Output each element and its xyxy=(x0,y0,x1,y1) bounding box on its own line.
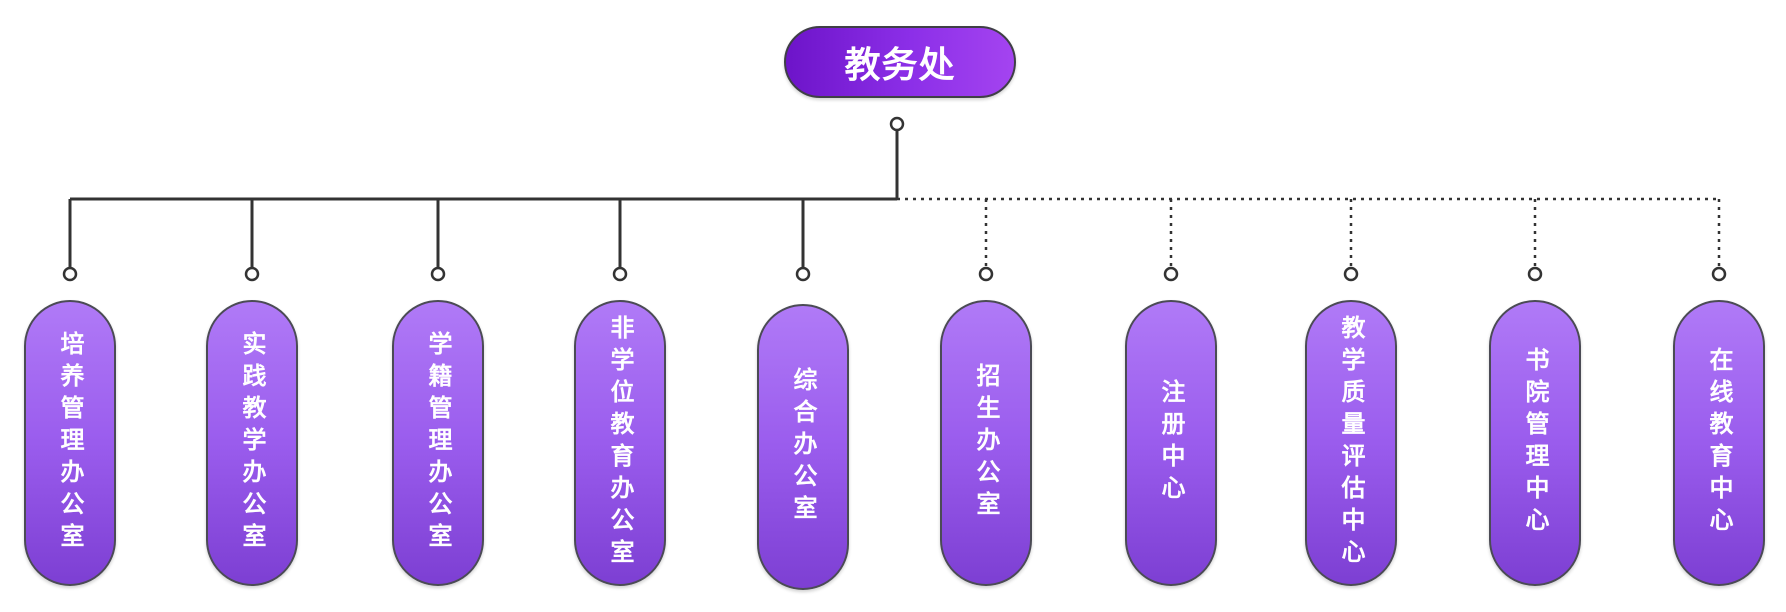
child-node-label: 非学位教育办公室 xyxy=(606,315,634,571)
child-node: 招生办公室 xyxy=(940,300,1032,586)
child-node: 教学质量评估中心 xyxy=(1305,300,1397,586)
root-port-circle xyxy=(889,116,905,132)
child-node: 非学位教育办公室 xyxy=(574,300,666,586)
child-node-label: 学籍管理办公室 xyxy=(424,331,452,555)
child-port-circle xyxy=(978,266,994,282)
child-port-circle xyxy=(1163,266,1179,282)
child-node-label: 书院管理中心 xyxy=(1521,347,1549,539)
child-port-circle xyxy=(1343,266,1359,282)
child-port-circle xyxy=(1527,266,1543,282)
child-port-circle xyxy=(430,266,446,282)
root-node-label: 教务处 xyxy=(844,45,956,86)
child-node-label: 在线教育中心 xyxy=(1705,347,1733,539)
child-node: 实践教学办公室 xyxy=(206,300,298,586)
child-node-label: 综合办公室 xyxy=(789,367,817,527)
child-node-label: 招生办公室 xyxy=(972,363,1000,523)
child-node: 在线教育中心 xyxy=(1673,300,1765,586)
child-port-circle xyxy=(1711,266,1727,282)
child-node: 学籍管理办公室 xyxy=(392,300,484,586)
child-node: 培养管理办公室 xyxy=(24,300,116,586)
child-port-circle xyxy=(795,266,811,282)
child-node: 综合办公室 xyxy=(757,304,849,590)
child-node-label: 实践教学办公室 xyxy=(238,331,266,555)
root-node-academic-affairs-office: 教务处 xyxy=(784,26,1016,98)
child-node-label: 教学质量评估中心 xyxy=(1337,315,1365,571)
child-node: 注册中心 xyxy=(1125,300,1217,586)
child-node-label: 培养管理办公室 xyxy=(56,331,84,555)
child-node-label: 注册中心 xyxy=(1157,379,1185,507)
child-node: 书院管理中心 xyxy=(1489,300,1581,586)
child-port-circle xyxy=(244,266,260,282)
child-port-circle xyxy=(62,266,78,282)
child-port-circle xyxy=(612,266,628,282)
